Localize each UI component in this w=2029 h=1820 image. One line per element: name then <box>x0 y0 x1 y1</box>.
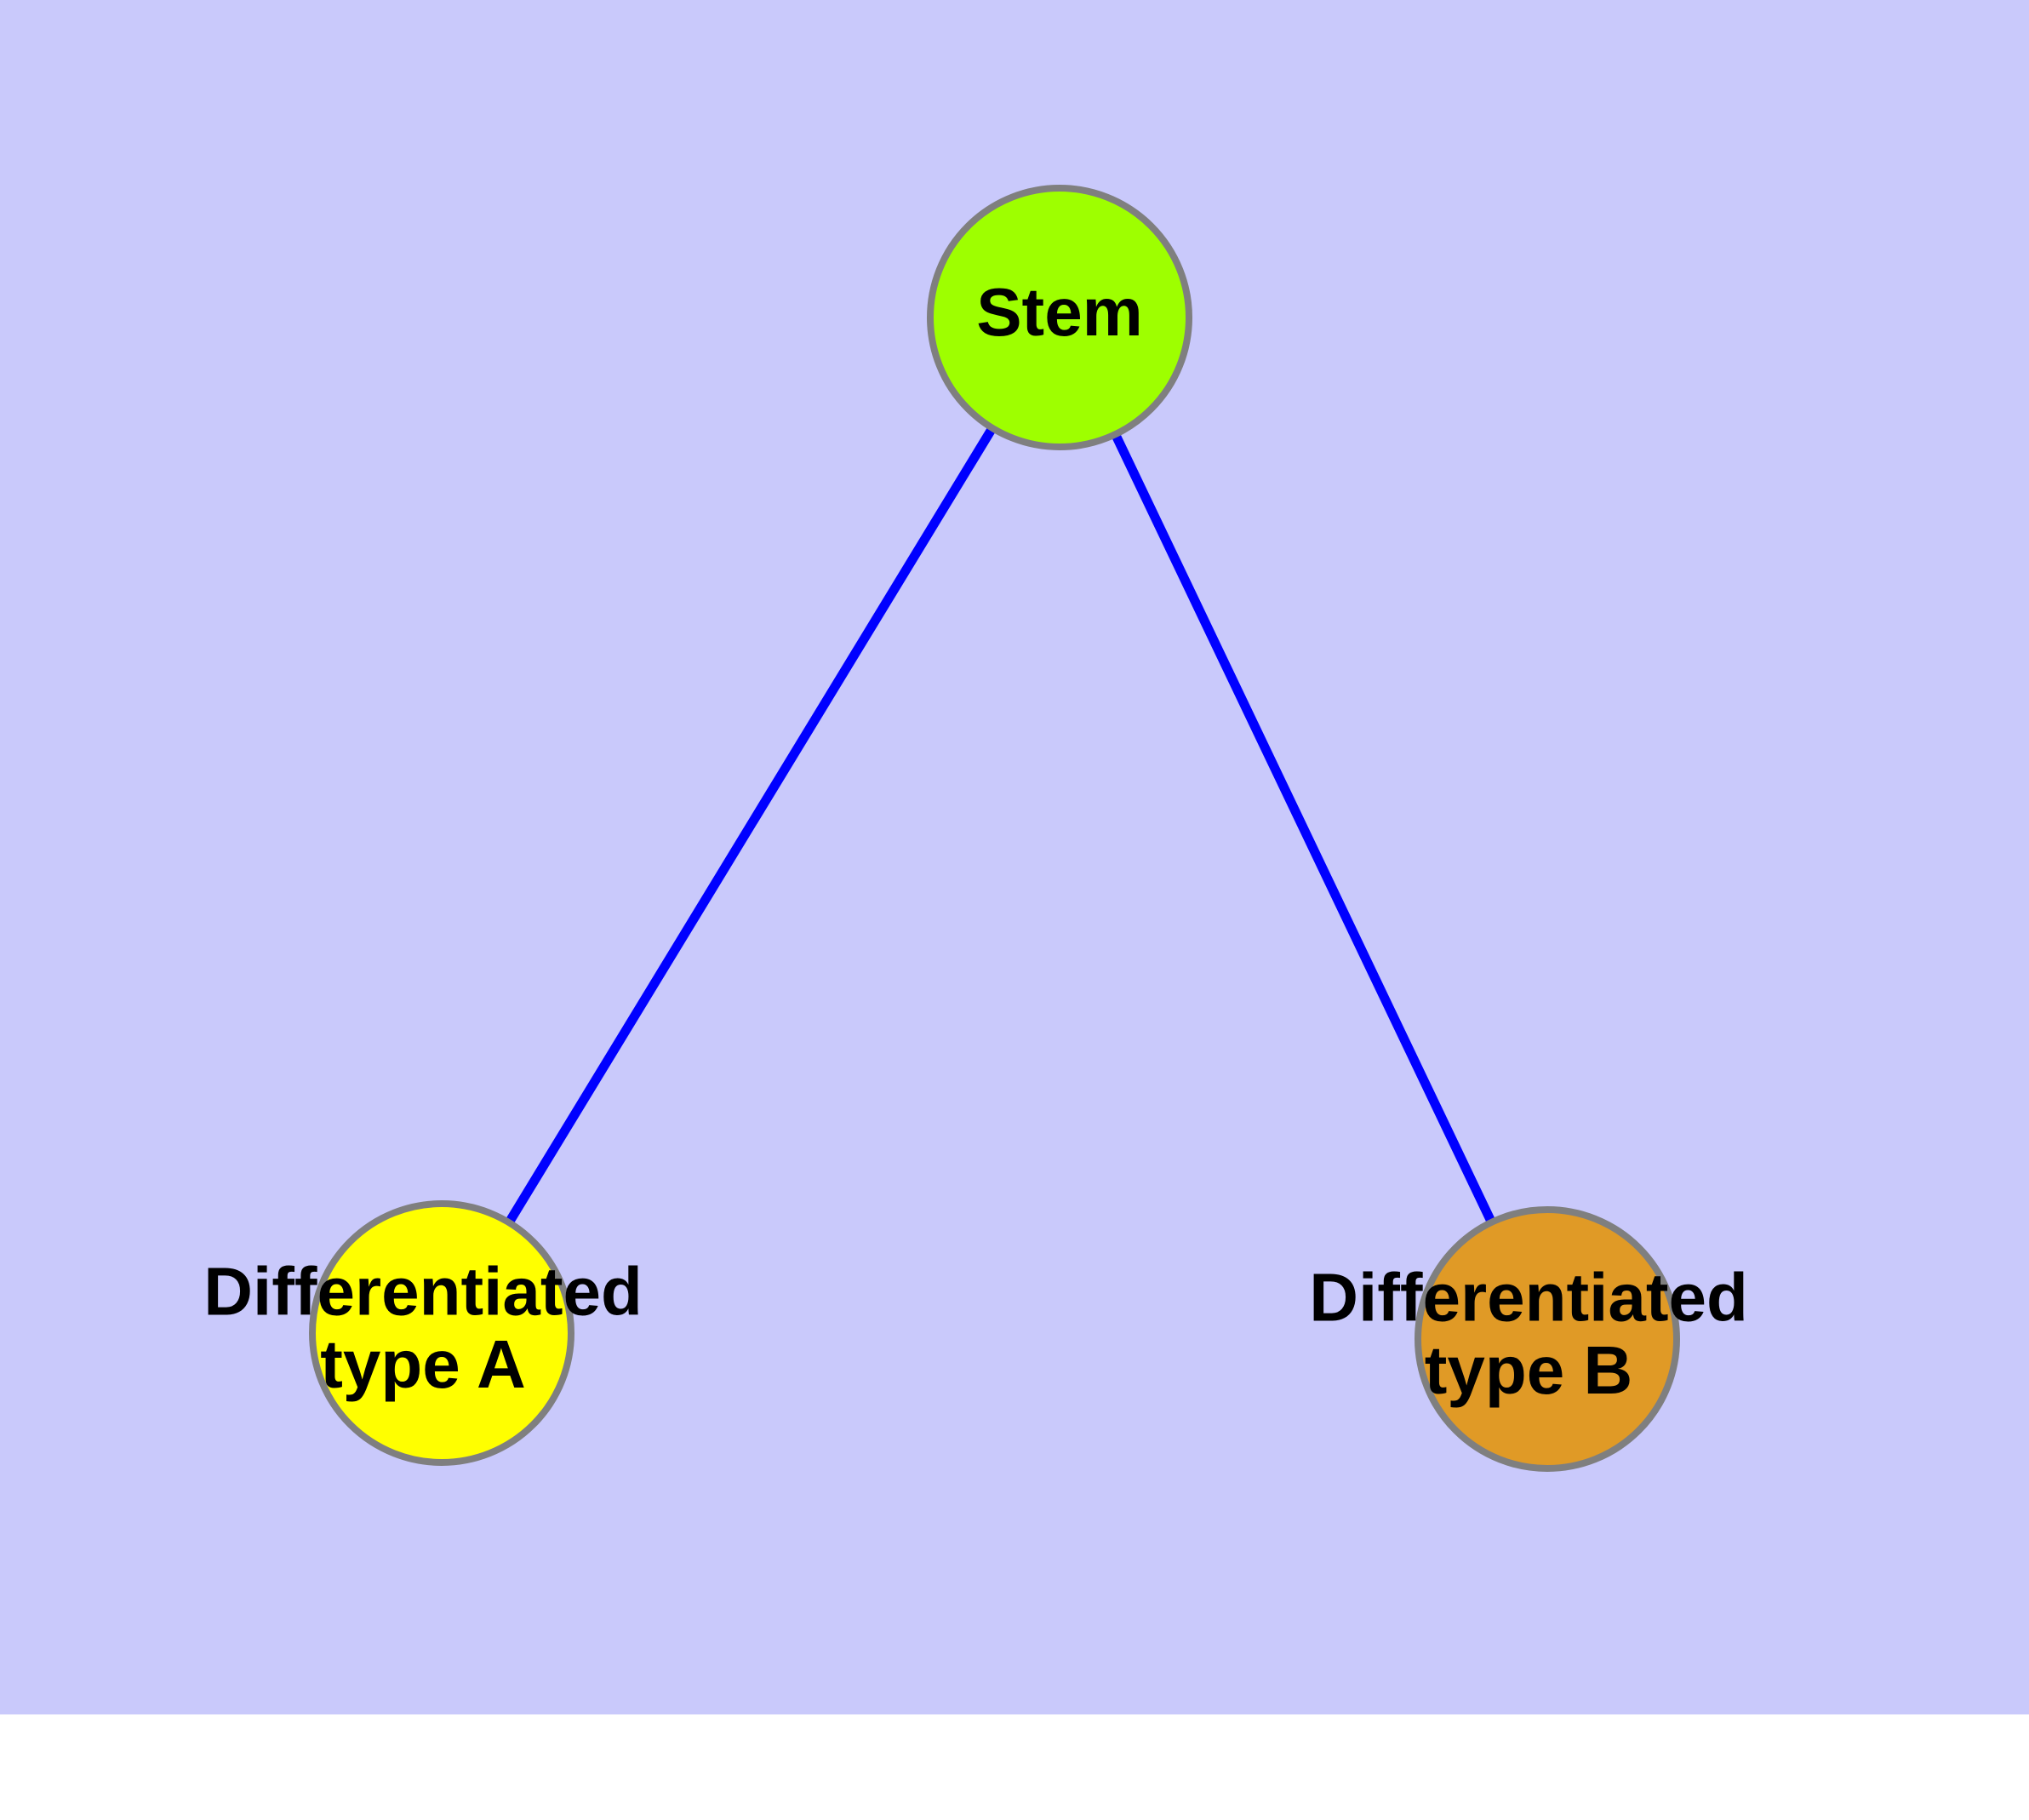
graph-node-diff_a[interactable] <box>309 1200 574 1466</box>
graph-edge-stem-to-a[interactable] <box>437 315 1064 1336</box>
node-label-diff_a-line-0: Differentiated <box>203 1253 643 1329</box>
graph-node-diff_b[interactable] <box>1415 1206 1680 1472</box>
node-label-diff_b-line-0: Differentiated <box>1309 1259 1748 1335</box>
node-label-stem: Stem <box>976 274 1143 350</box>
node-label-stem-line-0: Stem <box>976 274 1143 350</box>
graph-edge-stem-to-b[interactable] <box>1055 315 1552 1342</box>
graph-node-stem[interactable] <box>927 185 1192 450</box>
node-label-diff_b-line-1: type B <box>1425 1332 1633 1408</box>
edges-layer <box>437 315 1552 1342</box>
node-label-diff_a-line-1: type A <box>320 1326 526 1402</box>
nodes-layer <box>309 185 1680 1472</box>
